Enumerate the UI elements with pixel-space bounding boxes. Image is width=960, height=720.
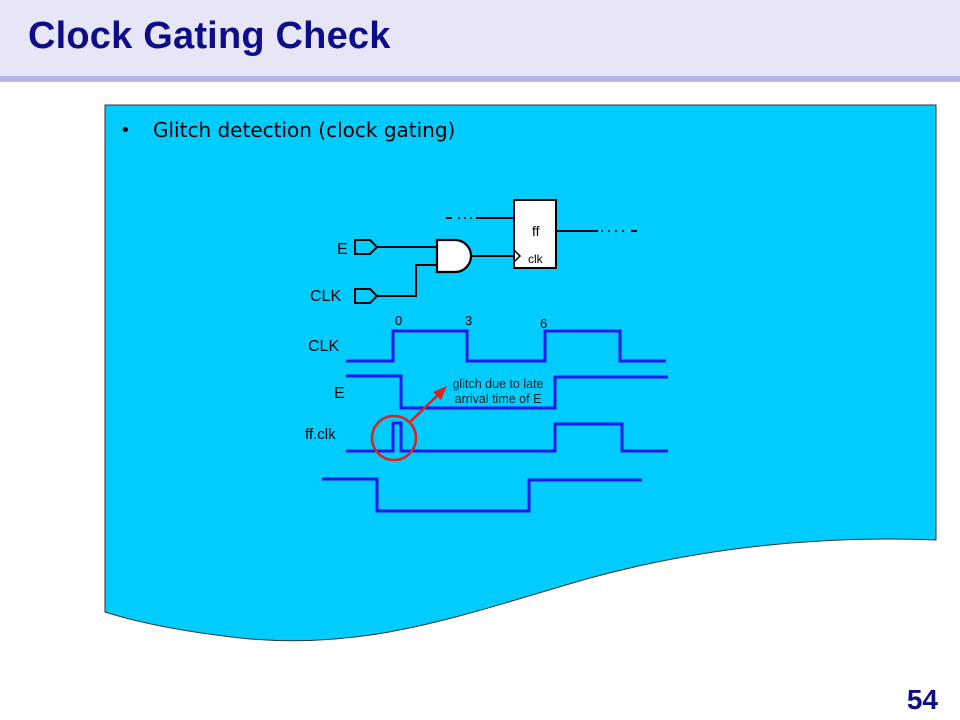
annotation-arrowhead [433, 386, 447, 400]
signal-label-E: E [334, 385, 345, 402]
and-gate [435, 238, 473, 274]
time-marker-6: 6 [540, 316, 548, 331]
waveform-CLK [346, 329, 666, 363]
glitch-annotation: glitch due to late arrival time of E [434, 377, 562, 407]
circuit-input-label-E: E [337, 241, 348, 258]
page-number: 54 [906, 684, 938, 715]
title-underline [0, 76, 960, 82]
ff-label: ff [532, 223, 540, 239]
bullet-dot: • [120, 119, 131, 141]
circuit-input-label-CLK: CLK [310, 288, 342, 305]
bullet-text: Glitch detection (clock gating) [153, 118, 456, 142]
ff-clk-pin-label: clk [528, 252, 543, 266]
title-bar [0, 0, 960, 76]
wire-CLK [377, 264, 436, 297]
ff-clock-triangle [513, 249, 522, 263]
signal-label-CLK: CLK [308, 338, 340, 355]
waveform-E [346, 374, 668, 410]
flip-flop [513, 199, 557, 269]
waveform-ff-clk [346, 421, 668, 453]
bullet-item: • Glitch detection (clock gating) [120, 118, 455, 142]
annotation-arrow [409, 391, 442, 423]
annotation-line-2: arrival time of E [454, 391, 542, 406]
time-marker-3: 3 [465, 313, 473, 328]
signal-label-ff-clk: ff.clk [305, 426, 336, 443]
annotation-line-1: glitch due to late [452, 377, 544, 391]
slide-title: Clock Gating Check [28, 15, 391, 57]
glitch-highlight-circle [370, 414, 418, 462]
time-marker-0: 0 [395, 313, 403, 328]
input-pad-CLK [354, 288, 379, 304]
waveform-extra [322, 477, 642, 513]
content-panel [104, 104, 937, 642]
input-pad-E [354, 239, 379, 255]
